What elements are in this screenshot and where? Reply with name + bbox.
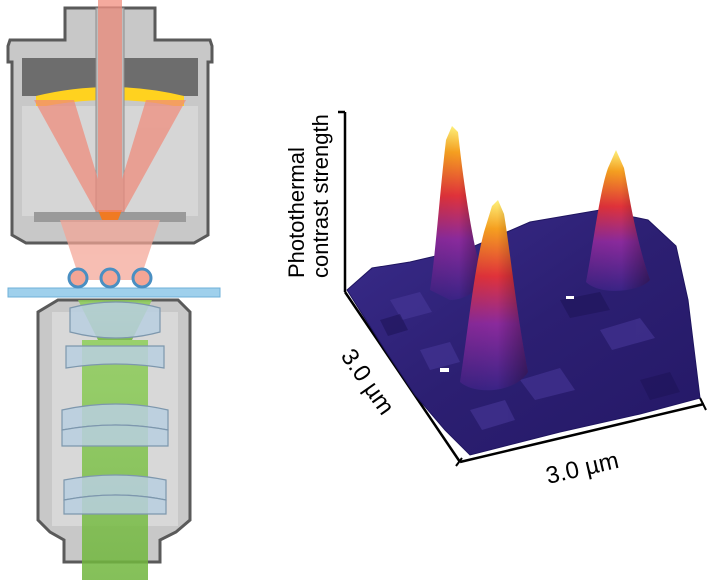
excitation-beam: [34, 0, 186, 280]
microscope-schematic: [6, 0, 221, 580]
peak-back-left: [430, 126, 483, 300]
lens-elements: [61, 301, 169, 515]
peak-right: [586, 150, 650, 291]
width-axis-line: [459, 402, 705, 464]
width-axis-label: 3.0 µm: [543, 447, 621, 490]
probe-beam: [78, 300, 152, 580]
sample-coverslip: [7, 287, 221, 298]
nanoparticle-icon: [67, 267, 153, 289]
z-axis-label-line1: Photothermal: [284, 147, 309, 278]
z-axis-label-line2: contrast strength: [308, 114, 333, 278]
peak-front-center: [460, 200, 528, 391]
photothermal-surface-plot: Photothermal contrast strength 3.0 µm 3.…: [284, 110, 707, 490]
